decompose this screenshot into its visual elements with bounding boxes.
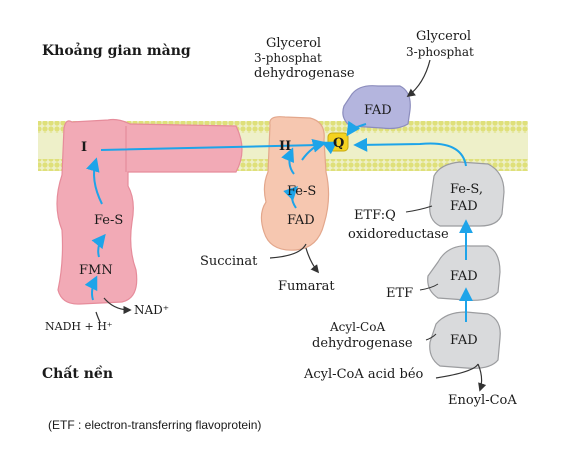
acyl-dh-label-line1: Acyl-CoA bbox=[329, 320, 385, 334]
etf-enzyme bbox=[427, 245, 501, 301]
etf-label: ETF bbox=[386, 286, 413, 301]
etfqo-fe-s-label: Fe-S, bbox=[450, 182, 483, 197]
quinone-label: Q bbox=[333, 136, 344, 151]
etfqo-fad-label: FAD bbox=[450, 199, 478, 214]
glycerol-substrate-line1: Glycerol bbox=[416, 29, 471, 44]
enoyl-coa-label: Enoyl-CoA bbox=[448, 393, 517, 408]
footnote: (ETF : electron-transferring flavoprotei… bbox=[48, 418, 261, 432]
acyl-coa-label: Acyl-CoA acid béo bbox=[303, 367, 424, 382]
intermembrane-label: Khoảng gian màng bbox=[42, 42, 191, 59]
acyl-dh-label-line2: dehydrogenase bbox=[312, 336, 413, 351]
glycerol-dh-label-line2: 3-phosphat bbox=[254, 51, 322, 65]
acyl-coa-dh-enzyme bbox=[429, 311, 501, 369]
glycerol-substrate-line2: 3-phosphat bbox=[406, 45, 474, 59]
etfqo-label-line1: ETF:Q bbox=[354, 208, 396, 223]
etfqo-label-line2: oxidoreductase bbox=[348, 227, 449, 242]
acyl-fad-label: FAD bbox=[450, 333, 478, 348]
nad-plus-label: NAD⁺ bbox=[134, 303, 169, 317]
complex-I-label: I bbox=[81, 140, 87, 155]
gpdh-fad-label: FAD bbox=[364, 103, 392, 118]
glycerol-dh-enzyme bbox=[342, 85, 411, 130]
electron-flow-arrows bbox=[84, 120, 473, 322]
nadh-label: NADH + H⁺ bbox=[45, 320, 113, 333]
complex-II-label: II bbox=[279, 139, 291, 154]
glycerol-dh-label-line1: Glycerol bbox=[266, 36, 321, 51]
etfqo-enzyme bbox=[429, 161, 505, 227]
fe-s-II-label: Fe-S bbox=[287, 184, 316, 199]
fad-II-label: FAD bbox=[287, 213, 315, 228]
glycerol-dh-label-line3: dehydrogenase bbox=[254, 66, 355, 81]
succinat-label: Succinat bbox=[200, 254, 258, 269]
fe-s-I-label: Fe-S bbox=[94, 213, 123, 228]
substrate-arrows bbox=[95, 59, 487, 392]
fmn-label: FMN bbox=[79, 263, 113, 278]
fumarat-label: Fumarat bbox=[278, 279, 335, 294]
etf-fad-label: FAD bbox=[450, 269, 478, 284]
matrix-label: Chất nền bbox=[42, 364, 113, 382]
